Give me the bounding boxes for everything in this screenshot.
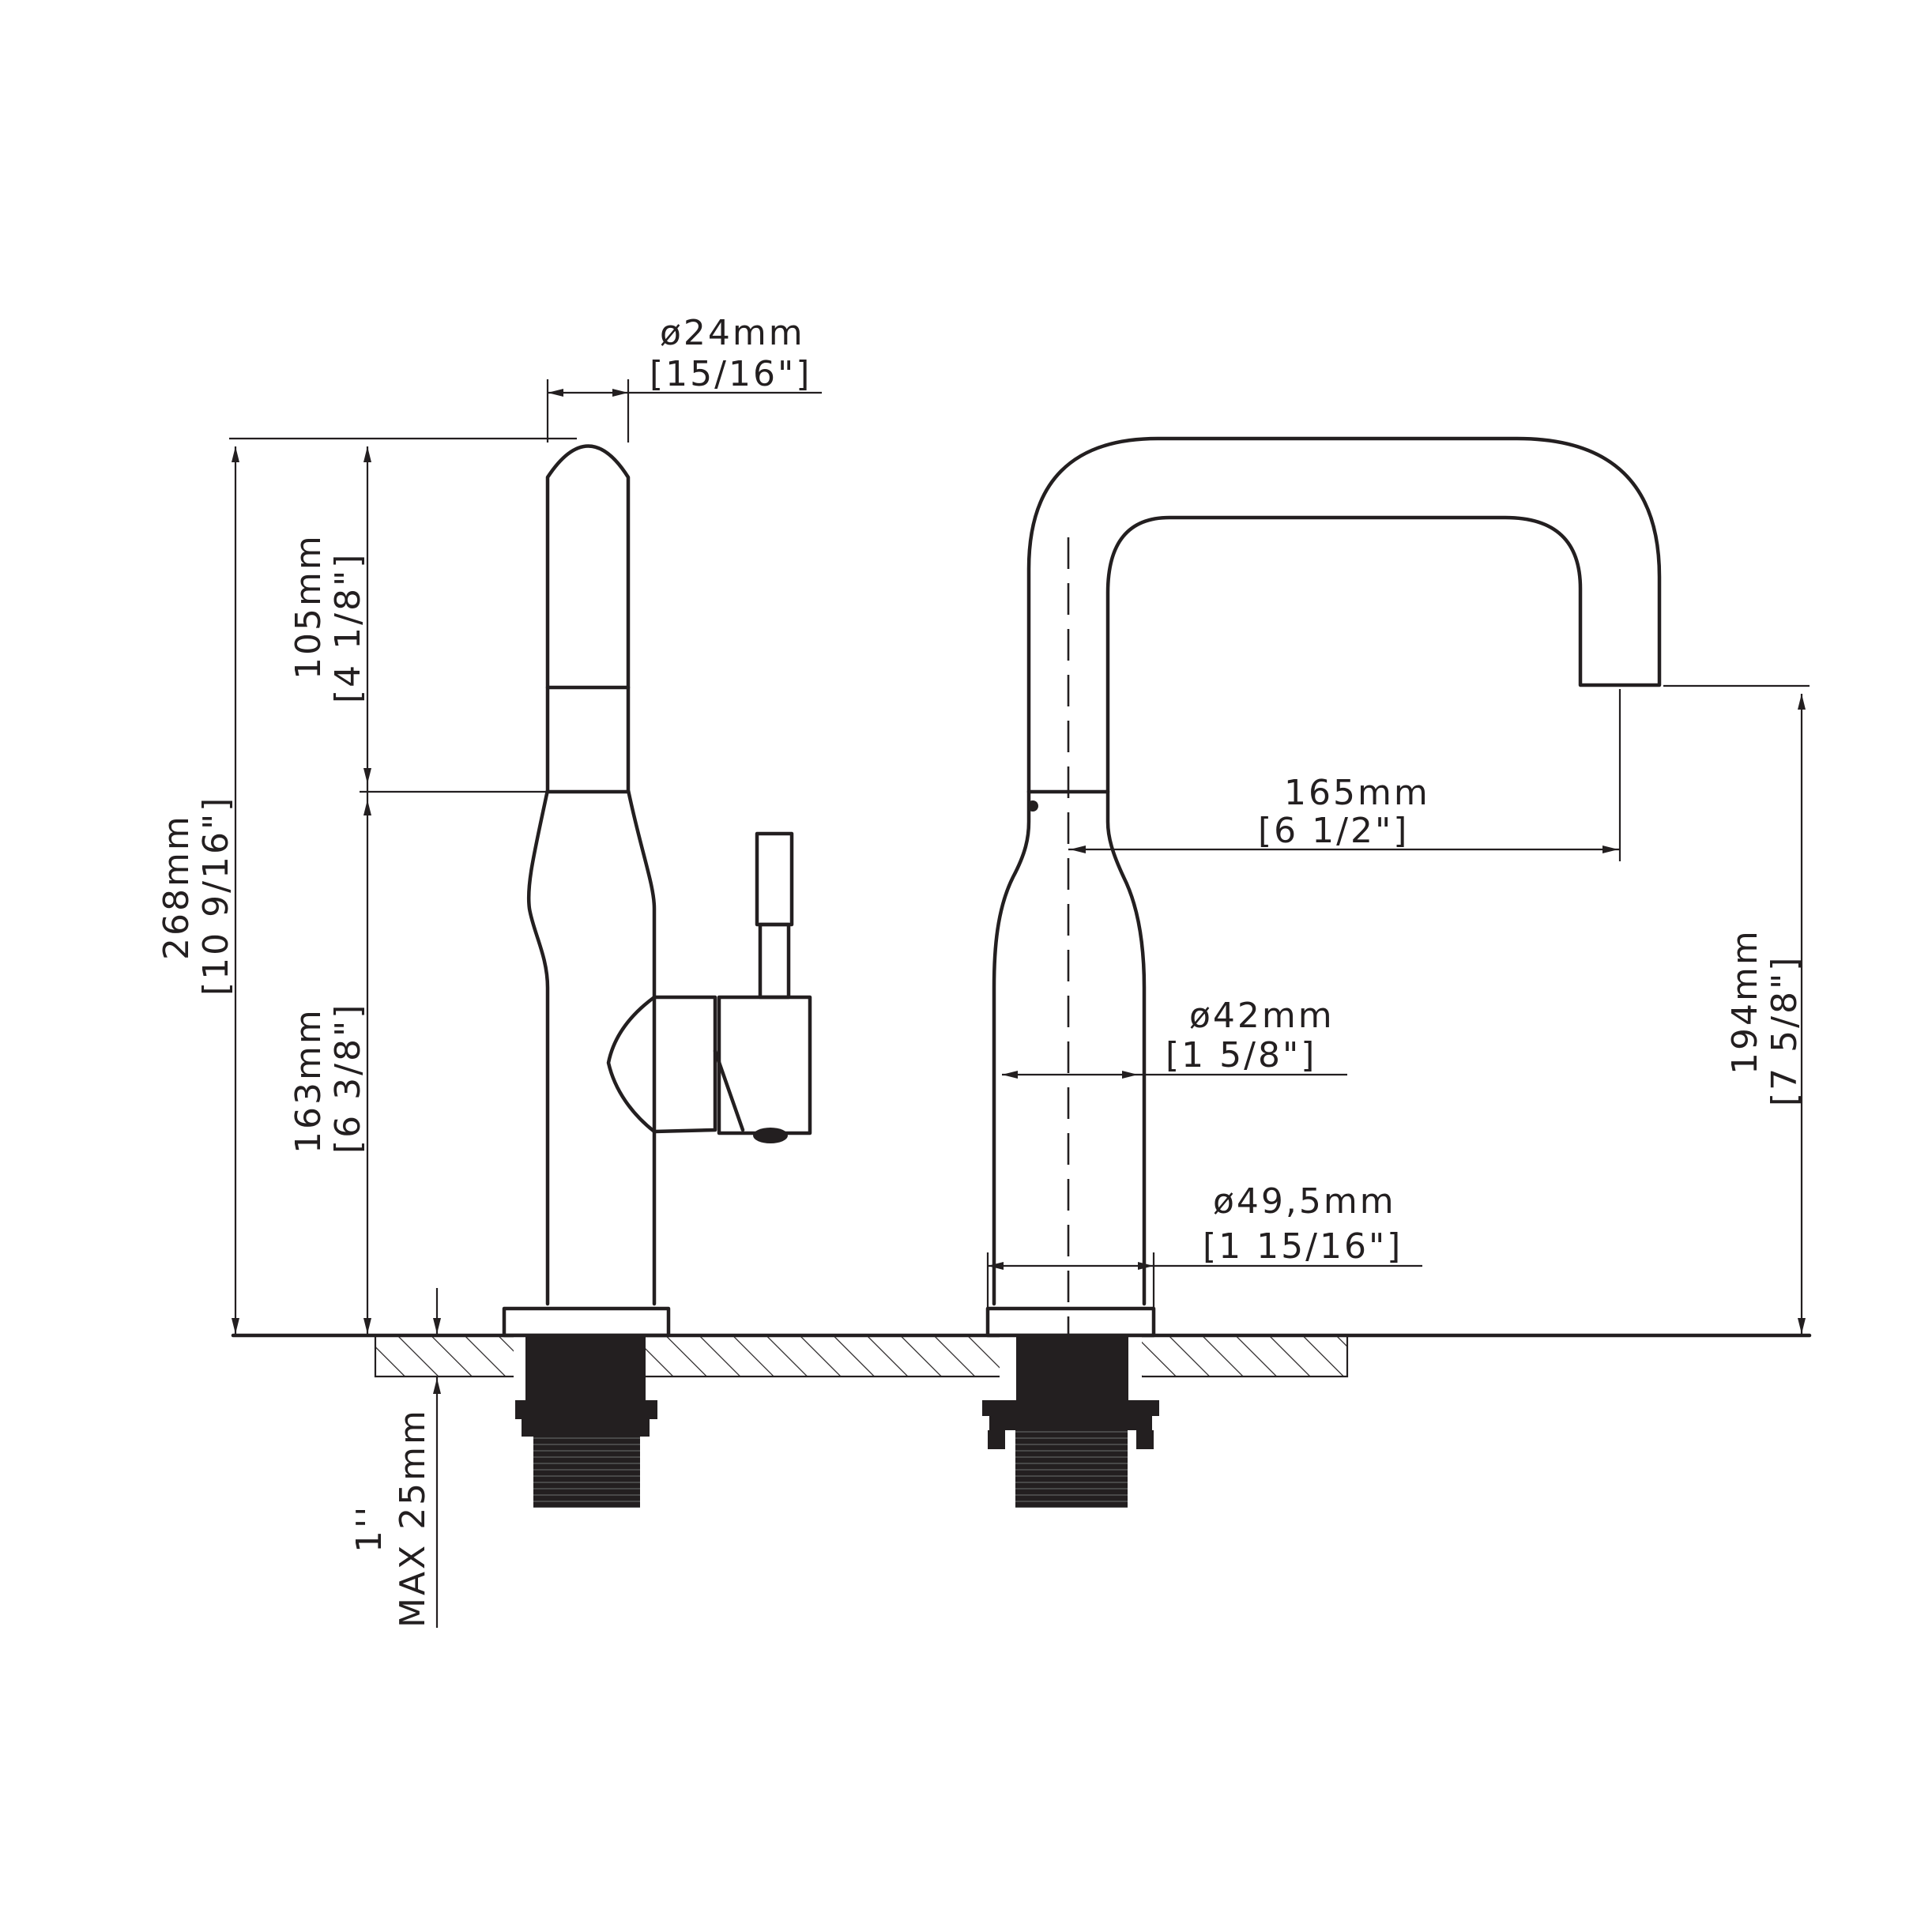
dim-total-height: 268mm [10 9/16"] bbox=[156, 446, 239, 1335]
svg-text:ø24mm: ø24mm bbox=[660, 313, 805, 353]
svg-text:[6 3/8"]: [6 3/8"] bbox=[328, 1003, 368, 1154]
dim-vertical-chain: 105mm [4 1/8"] 163mm [6 3/8"] bbox=[229, 437, 577, 1335]
mounting-hardware-right bbox=[982, 1306, 1159, 1508]
svg-text:ø49,5mm: ø49,5mm bbox=[1213, 1181, 1396, 1222]
svg-text:[1 15/16"]: [1 15/16"] bbox=[1203, 1226, 1403, 1267]
svg-text:[10 9/16"]: [10 9/16"] bbox=[196, 796, 236, 996]
svg-text:[1 5/8"]: [1 5/8"] bbox=[1166, 1035, 1316, 1075]
dim-outlet-height: 194mm [7 5/8"] bbox=[1663, 684, 1810, 1335]
dim-spout-reach: 165mm [6 1/2"] bbox=[1068, 689, 1621, 861]
svg-text:163mm: 163mm bbox=[288, 1007, 329, 1154]
svg-text:MAX 25mm: MAX 25mm bbox=[393, 1408, 433, 1628]
mounting-hardware-left bbox=[502, 1306, 671, 1508]
svg-text:165mm: 165mm bbox=[1284, 773, 1430, 813]
dim-body-diameter: ø42mm [1 5/8"] bbox=[1002, 996, 1347, 1079]
svg-text:105mm: 105mm bbox=[288, 533, 329, 680]
svg-text:[4 1/8"]: [4 1/8"] bbox=[328, 552, 368, 703]
dim-base-diameter: ø49,5mm [1 15/16"] bbox=[986, 1181, 1422, 1308]
svg-text:[7 5/8"]: [7 5/8"] bbox=[1764, 955, 1805, 1106]
svg-text:[6 1/2"]: [6 1/2"] bbox=[1258, 811, 1409, 851]
svg-text:[15/16"]: [15/16"] bbox=[650, 354, 812, 394]
lever-handle bbox=[606, 831, 812, 1143]
dim-max-deck-thickness: MAX 25mm 1'' bbox=[349, 1288, 441, 1628]
svg-text:1'': 1'' bbox=[349, 1505, 390, 1553]
faucet-front-view bbox=[982, 436, 1662, 1508]
svg-text:ø42mm: ø42mm bbox=[1189, 996, 1335, 1036]
dim-spout-diameter: ø24mm [15/16"] bbox=[546, 313, 822, 443]
svg-text:268mm: 268mm bbox=[156, 814, 197, 960]
faucet-side-view bbox=[502, 444, 812, 1508]
svg-text:194mm: 194mm bbox=[1725, 928, 1765, 1075]
